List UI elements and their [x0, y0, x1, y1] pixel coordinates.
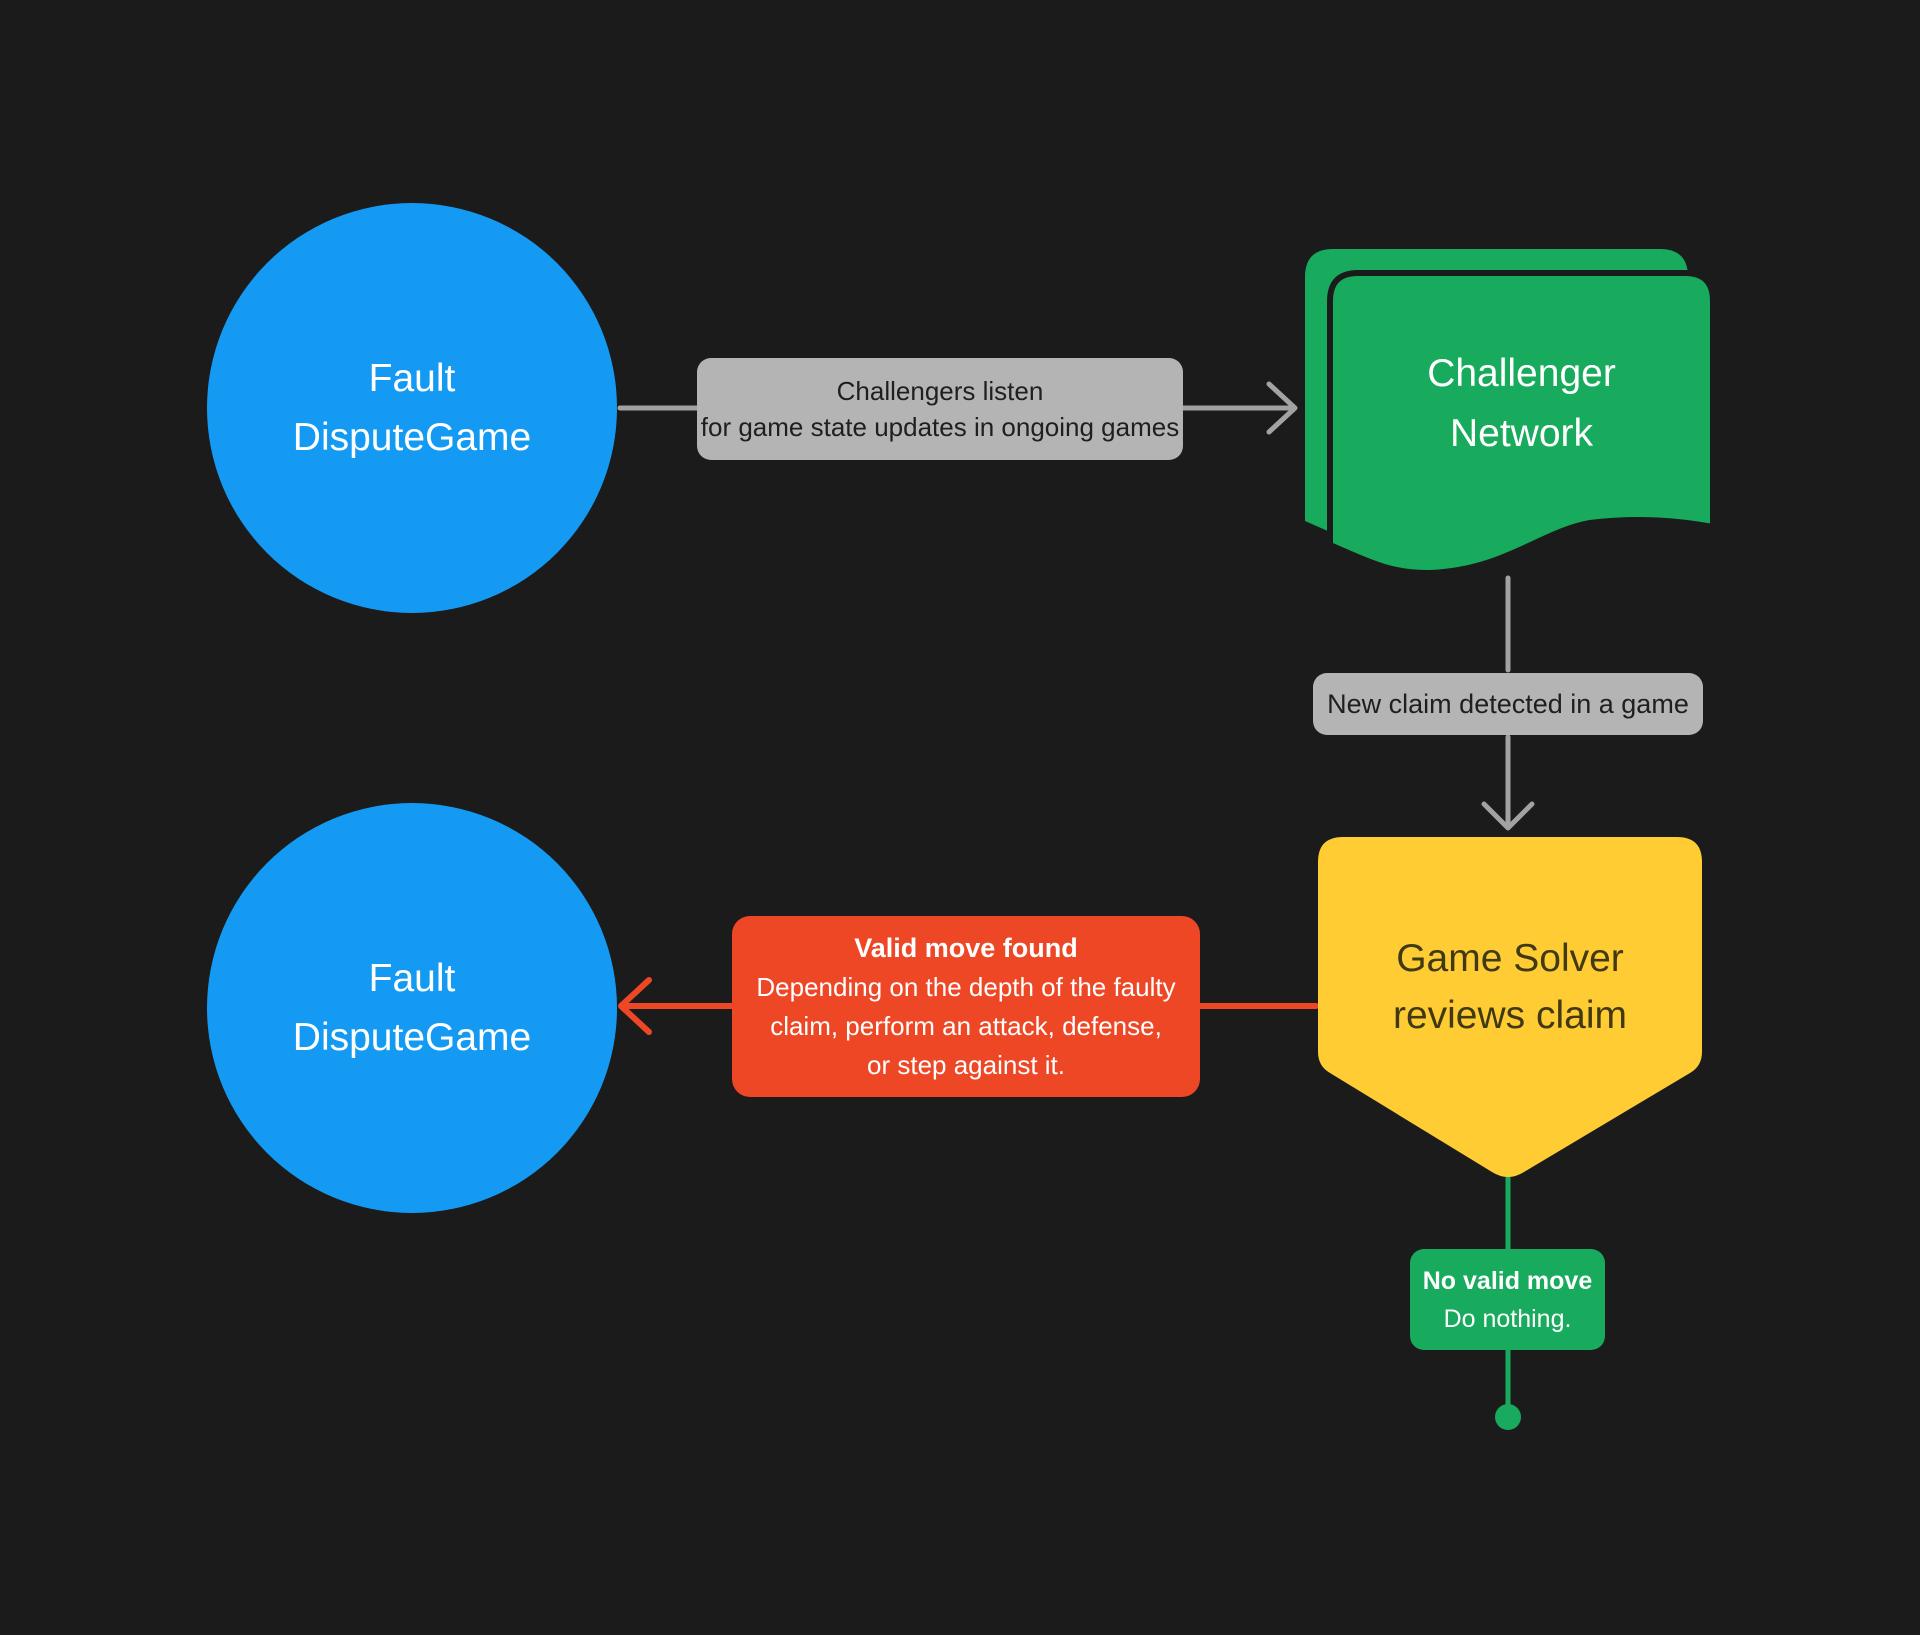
challenger-network-node [1327, 270, 1716, 577]
node-label-line: Network [1449, 412, 1594, 455]
node-label-line: Fault [368, 357, 456, 400]
node-label-line: DisputeGame [292, 1016, 532, 1059]
callout-title: No valid move [1422, 1266, 1593, 1295]
challenger-network-label: Challenger Network [1330, 273, 1713, 535]
node-label-line: reviews claim [1392, 994, 1628, 1037]
node-label-line: Game Solver [1396, 937, 1624, 980]
tag-line: Challengers listen [836, 376, 1044, 406]
callout-line: Depending on the depth of the faulty [756, 971, 1176, 1002]
node-label-line: DisputeGame [292, 416, 532, 459]
node-label-line: Fault [368, 957, 456, 1000]
endpoint-dot [1495, 1404, 1521, 1430]
game-solver-label: Game Solver reviews claim [1318, 837, 1702, 1137]
tag-line: for game state updates in ongoing games [700, 412, 1180, 442]
no-valid-move-callout: No valid move Do nothing. [1410, 1249, 1605, 1350]
tag-line: New claim detected in a game [1327, 689, 1689, 719]
callout-line: claim, perform an attack, defense, [770, 1010, 1162, 1041]
node-label-line: Challenger [1427, 352, 1616, 395]
fault-dispute-game-top-node: Fault DisputeGame [207, 203, 617, 613]
arrowhead-left-red-icon [618, 977, 652, 1035]
challengers-listen-label: Challengers listen for game state update… [697, 358, 1183, 460]
arrowhead-down-icon [1481, 801, 1535, 831]
fault-dispute-game-bottom-node: Fault DisputeGame [207, 803, 617, 1213]
valid-move-callout: Valid move found Depending on the depth … [732, 916, 1200, 1097]
callout-line: or step against it. [867, 1049, 1065, 1080]
callout-title: Valid move found [854, 932, 1078, 963]
new-claim-label: New claim detected in a game [1313, 673, 1703, 735]
callout-line: Do nothing. [1443, 1304, 1572, 1333]
arrowhead-right-icon [1266, 381, 1298, 435]
game-solver-node [1318, 837, 1702, 1177]
